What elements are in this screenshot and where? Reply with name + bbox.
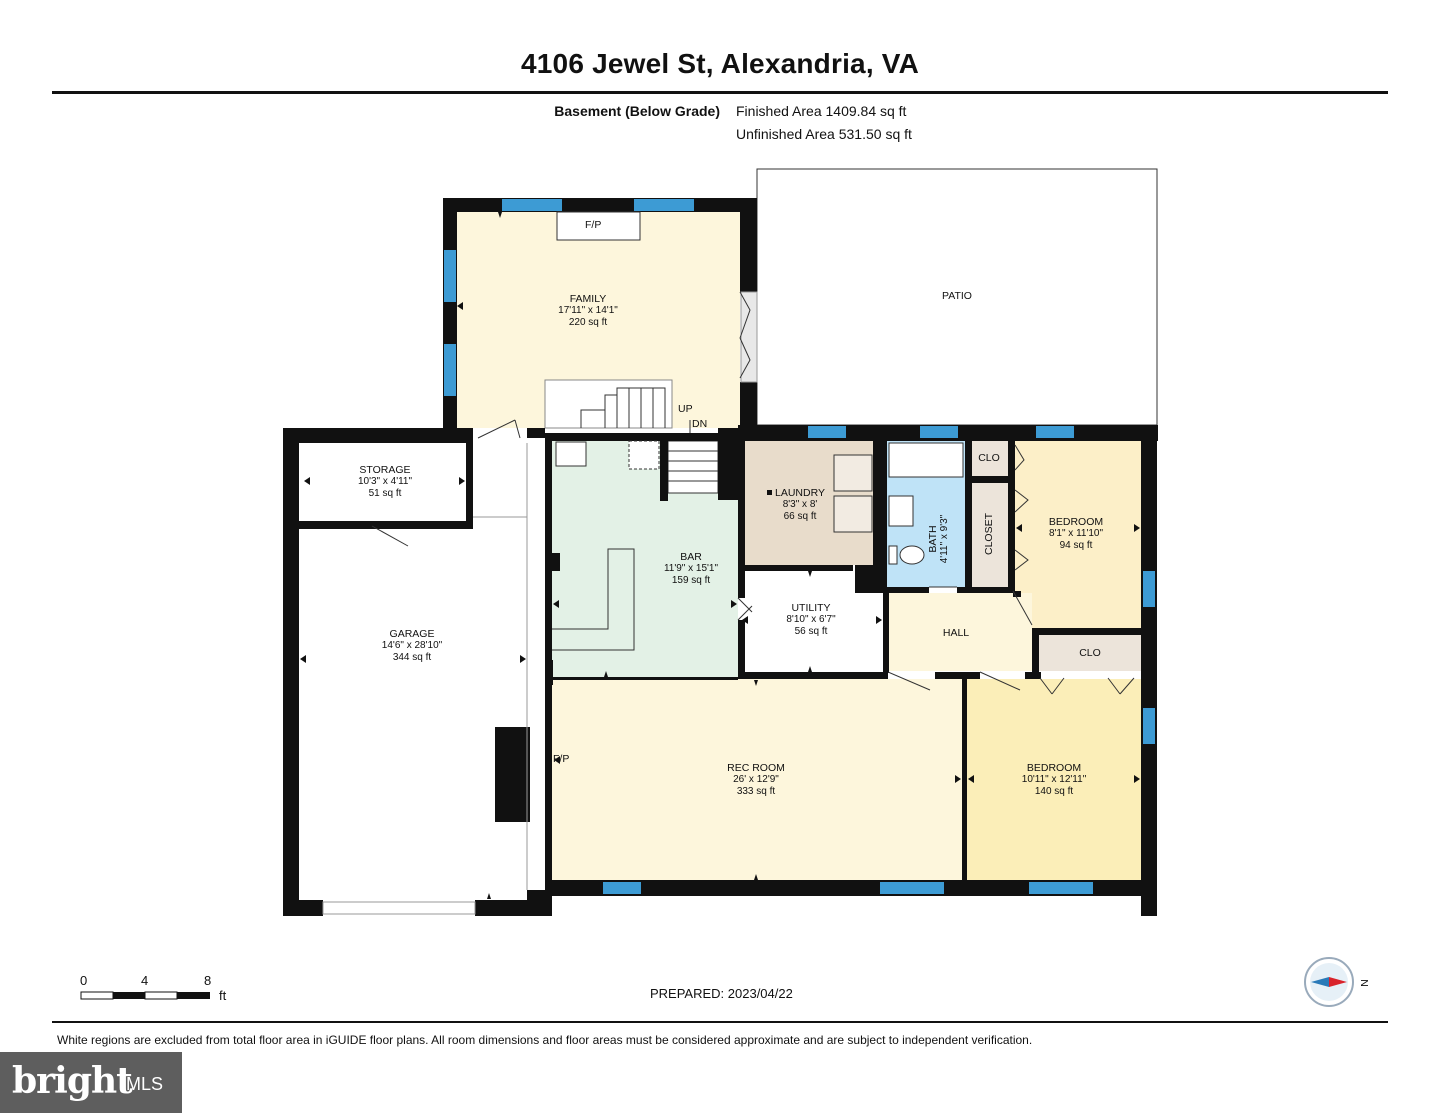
bathtub-icon <box>888 442 964 478</box>
stairs-icon <box>544 379 719 494</box>
room-area: 94 sq ft <box>1059 540 1093 551</box>
room-label-bedroom1: BEDROOM 8'1" x 11'10" 94 sq ft <box>1049 516 1103 552</box>
bar-sink-icon <box>555 441 587 467</box>
room-area: 220 sq ft <box>568 317 608 328</box>
room-label-bar: BAR 11'9" x 15'1" 159 sq ft <box>664 551 718 587</box>
room-name: STORAGE <box>359 464 411 476</box>
room-fill-garage <box>299 529 527 901</box>
dryer-icon <box>833 495 873 533</box>
bright-mls-logo: bright MLS <box>0 1052 182 1113</box>
room-fill-bedroom1 <box>1015 441 1141 628</box>
room-fill-bedroom2 <box>967 679 1141 880</box>
room-dims: 17'11" x 14'1" <box>558 305 618 316</box>
room-label-clo-mid: CLO <box>1079 647 1101 659</box>
room-fill-hall <box>889 593 1032 671</box>
door-swings <box>371 291 1135 695</box>
room-label-laundry: LAUNDRY 8'3" x 8' 66 sq ft <box>775 487 825 523</box>
dimension-arrows <box>300 212 1140 899</box>
room-name: LAUNDRY <box>775 487 825 499</box>
wine-icon <box>628 440 660 470</box>
page-title: 4106 Jewel St, Alexandria, VA <box>521 48 919 79</box>
fireplace-family <box>556 211 641 241</box>
washer-icon <box>833 454 873 492</box>
room-label-rec-room: REC ROOM 26' x 12'9" 333 sq ft <box>727 762 785 798</box>
scale-tick-8: 8 <box>204 973 212 988</box>
logo-brand: bright <box>12 1060 133 1102</box>
room-name: BAR <box>680 551 702 563</box>
patio-outline <box>756 168 1158 426</box>
compass-icon <box>1304 957 1354 1007</box>
finished-area: Finished Area 1409.84 sq ft <box>736 103 907 119</box>
toilet-icon <box>899 545 925 565</box>
scale-tick-4: 4 <box>141 973 149 988</box>
room-name: UTILITY <box>791 602 831 614</box>
fixtures <box>552 211 964 651</box>
room-dims: 8'1" x 11'10" <box>1048 528 1104 539</box>
room-dims: 10'3" x 4'11" <box>357 476 413 487</box>
disclaimer: White regions are excluded from total fl… <box>57 1033 1033 1047</box>
room-fill-clo-top <box>972 441 1008 476</box>
room-dims: 8'3" x 8' <box>782 499 818 510</box>
bath-sink-icon <box>888 495 914 527</box>
fireplace-label-rec: F/P <box>553 753 570 765</box>
room-fill-clo-mid <box>1039 635 1141 671</box>
room-fill-closet <box>972 483 1008 587</box>
room-dims: 26' x 12'9" <box>733 774 779 785</box>
room-label-bath: BATH 4'11" x 9'3" <box>927 515 951 564</box>
room-area: 333 sq ft <box>736 786 776 797</box>
room-name: CLOSET <box>983 512 995 556</box>
windows <box>444 199 1155 894</box>
room-label-family: FAMILY 17'11" x 14'1" 220 sq ft <box>558 293 618 329</box>
room-label-garage: GARAGE 14'6" x 28'10" 344 sq ft <box>382 628 442 664</box>
room-dims: 14'6" x 28'10" <box>381 640 443 651</box>
patio-door <box>740 291 758 383</box>
room-dims: 8'10" x 6'7" <box>786 614 836 625</box>
level-label: Basement (Below Grade) <box>554 103 720 119</box>
scale-bar <box>80 991 210 1000</box>
room-fill-rec-room <box>551 679 962 880</box>
room-name: CLO <box>978 452 1000 464</box>
room-name: BEDROOM <box>1048 516 1104 528</box>
room-dims: 4'11" x 9'3" <box>939 514 950 564</box>
room-area: 344 sq ft <box>392 652 432 663</box>
unfinished-area: Unfinished Area 531.50 sq ft <box>736 126 912 142</box>
room-area: 159 sq ft <box>671 575 711 586</box>
room-fill-storage <box>303 443 466 521</box>
room-label-bedroom2: BEDROOM 10'11" x 12'11" 140 sq ft <box>1022 762 1086 798</box>
stairs-up-label: UP <box>678 403 693 415</box>
room-label-hall: HALL <box>943 627 969 639</box>
room-label-clo-top: CLO <box>978 452 1000 464</box>
title-rule <box>52 91 1388 94</box>
garage-door <box>322 901 476 915</box>
room-dims: 11'9" x 15'1" <box>663 563 719 574</box>
bar-counter <box>552 548 635 651</box>
room-area: 51 sq ft <box>368 488 402 499</box>
room-name: BEDROOM <box>1026 762 1082 774</box>
fireplace-label-family: F/P <box>585 219 602 231</box>
room-name: REC ROOM <box>727 762 785 774</box>
room-name: PATIO <box>942 290 972 302</box>
room-name: BATH <box>927 525 939 553</box>
laundry-marker <box>767 490 772 495</box>
room-label-storage: STORAGE 10'3" x 4'11" 51 sq ft <box>358 464 412 500</box>
logo-suffix: MLS <box>126 1074 164 1094</box>
room-dims: 10'11" x 12'11" <box>1021 774 1087 785</box>
north-label: N <box>1357 979 1370 987</box>
room-area: 66 sq ft <box>783 511 817 522</box>
room-name: HALL <box>942 627 970 639</box>
footer-rule <box>52 1021 1388 1023</box>
room-label-closet: CLOSET <box>983 513 995 555</box>
room-label-utility: UTILITY 8'10" x 6'7" 56 sq ft <box>786 602 835 638</box>
room-label-patio: PATIO <box>942 290 972 302</box>
room-area: 140 sq ft <box>1034 786 1074 797</box>
room-name: CLO <box>1079 647 1101 659</box>
room-name: GARAGE <box>389 628 435 640</box>
room-name: FAMILY <box>569 293 607 305</box>
scale-tick-0: 0 <box>80 973 88 988</box>
scale-unit: ft <box>219 988 227 1003</box>
prepared-date: PREPARED: 2023/04/22 <box>650 986 793 1001</box>
stairs-dn-label: DN <box>692 418 708 430</box>
room-area: 56 sq ft <box>794 626 828 637</box>
